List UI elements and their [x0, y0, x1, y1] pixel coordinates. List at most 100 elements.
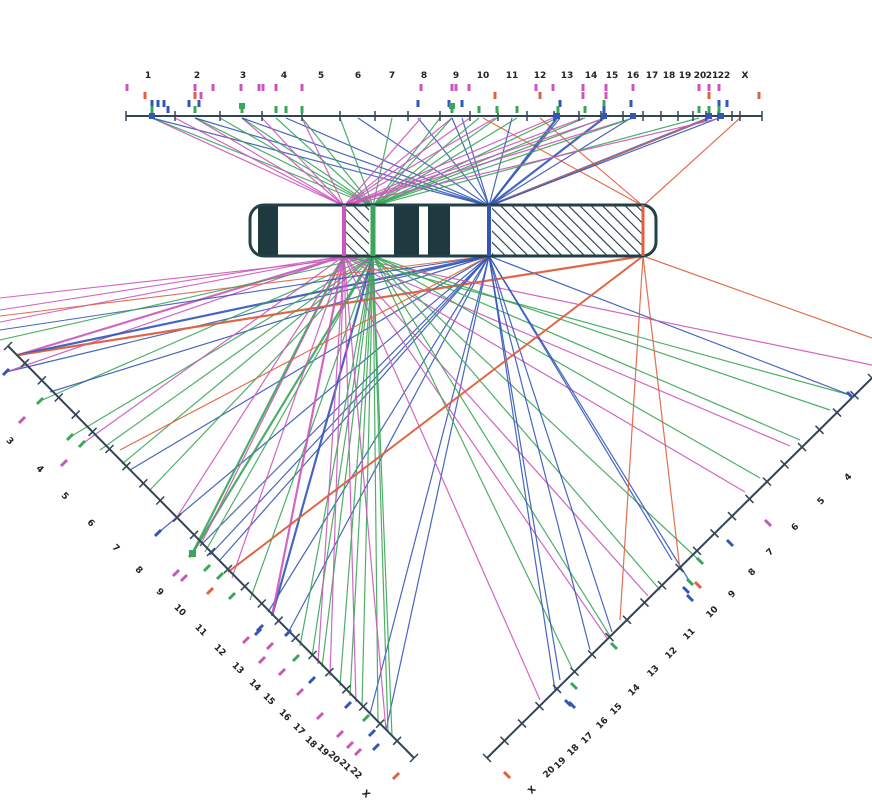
top-axis-hit-mark — [199, 92, 203, 99]
top-axis-hit-mark — [757, 92, 761, 99]
connection-line-right — [642, 255, 872, 339]
connection-line-right — [488, 255, 591, 651]
top-axis-label: 3 — [240, 71, 246, 81]
connection-line-right — [343, 255, 851, 396]
right-axis-ticks — [482, 373, 872, 763]
top-axis-hit-mark — [717, 84, 721, 91]
connection-line-top — [642, 117, 741, 207]
top-axis-label: 18 — [663, 71, 676, 81]
connection-line-right — [372, 255, 801, 441]
heterochromatin-hatch — [492, 205, 644, 256]
top-axis-hit-mark — [187, 100, 191, 107]
connection-line-right — [488, 255, 673, 561]
left-axis-label: 14 — [246, 678, 262, 694]
top-axis-hit-mark — [534, 84, 538, 91]
top-axis-hit-mark — [419, 84, 423, 91]
left-axis-hit-mark — [345, 740, 355, 750]
right-axis-tick — [744, 494, 755, 504]
left-axis-tick — [20, 358, 30, 368]
connection-line-left — [270, 255, 346, 617]
top-axis-label: 9 — [453, 71, 459, 81]
connection-line-right — [372, 255, 831, 411]
left-axis-hit-mark — [65, 432, 75, 442]
connection-line-right — [488, 255, 613, 633]
top-axis-hit-mark — [450, 106, 454, 113]
top-axis-hub-mark — [706, 113, 712, 119]
connection-line-left — [372, 255, 379, 723]
left-axis-label: 15 — [260, 692, 276, 708]
left-axis-label: 4 — [34, 464, 46, 476]
top-axis-hit-mark — [162, 100, 166, 107]
left-axis-hit-mark — [257, 655, 267, 665]
left-axis-tick — [155, 495, 165, 506]
connection-line-top — [285, 117, 490, 207]
connection-line-offscreen — [0, 255, 374, 299]
connection-line-left — [343, 255, 387, 731]
top-axis-label: 15 — [606, 71, 619, 81]
top-axis-hit-mark — [697, 106, 701, 113]
left-axis-hit-mark — [241, 635, 251, 645]
right-axis-tick — [709, 528, 720, 538]
top-axis-hit-mark — [257, 84, 261, 91]
top-axis-label: 7 — [389, 71, 395, 81]
left-axis-tick — [104, 444, 115, 454]
right-axis-hit-mark — [569, 681, 579, 691]
top-axis-hub-mark — [630, 113, 636, 119]
connection-line-right — [343, 255, 872, 366]
top-axis-hub-mark — [718, 113, 724, 119]
left-axis-hit-mark — [205, 586, 215, 596]
connection-line-left — [39, 255, 374, 402]
left-axis-tick — [223, 564, 233, 574]
left-axis-tick — [54, 392, 64, 403]
left-axis-label: 6 — [85, 518, 97, 530]
connection-line-right — [619, 255, 644, 621]
left-axis-label: 12 — [211, 643, 227, 659]
top-axis-label: X — [742, 71, 749, 81]
left-axis-tick — [3, 341, 13, 351]
left-axis-hit-mark — [253, 627, 263, 637]
connection-line-offscreen — [0, 255, 490, 317]
connection-line-top — [343, 117, 554, 207]
left-axis-tick — [307, 650, 318, 660]
connection-line-top — [343, 117, 722, 207]
connection-line-left — [191, 255, 345, 555]
right-axis-hit-mark — [695, 556, 705, 566]
right-axis-hit-mark — [609, 641, 619, 651]
left-axis-hit-mark — [265, 641, 275, 651]
top-axis-label: 21 — [706, 71, 719, 81]
left-axis-tick — [257, 598, 267, 609]
right-axis-hit-mark — [685, 577, 695, 587]
connection-line-right — [343, 255, 541, 701]
right-axis-label: 7 — [765, 547, 777, 559]
left-axis-ticks — [3, 341, 419, 763]
left-axis-tick — [409, 753, 419, 763]
connection-line-top — [261, 117, 345, 207]
connection-line-top — [372, 117, 700, 207]
top-axis-hit-mark — [495, 106, 499, 113]
connection-line-top — [357, 117, 490, 207]
left-axis-hit-mark — [343, 700, 353, 710]
left-axis-hit-mark — [227, 591, 237, 601]
left-axis-hit-mark — [77, 439, 87, 449]
connection-line-left — [49, 255, 490, 393]
connection-line-top — [194, 117, 490, 207]
left-axis-hit-mark — [202, 563, 212, 573]
connection-line-top — [539, 117, 644, 207]
top-axis-hit-mark — [583, 106, 587, 113]
connection-line-top — [343, 117, 422, 207]
left-axis-hit-mark — [277, 667, 287, 677]
top-axis-label: 17 — [646, 71, 659, 81]
top-axis-hit-mark — [602, 100, 606, 107]
left-axis-tick — [88, 427, 98, 437]
top-axis-hit-mark — [143, 92, 147, 99]
connection-line-top — [151, 117, 374, 207]
top-axis-hit-mark — [551, 84, 555, 91]
connection-line-left — [129, 255, 490, 471]
top-axis-label: 1 — [145, 71, 151, 81]
right-axis-label: 4 — [843, 472, 855, 484]
right-axis-tick — [797, 442, 807, 452]
left-axis-tick — [240, 581, 250, 591]
top-axis-hit-mark — [239, 84, 243, 91]
